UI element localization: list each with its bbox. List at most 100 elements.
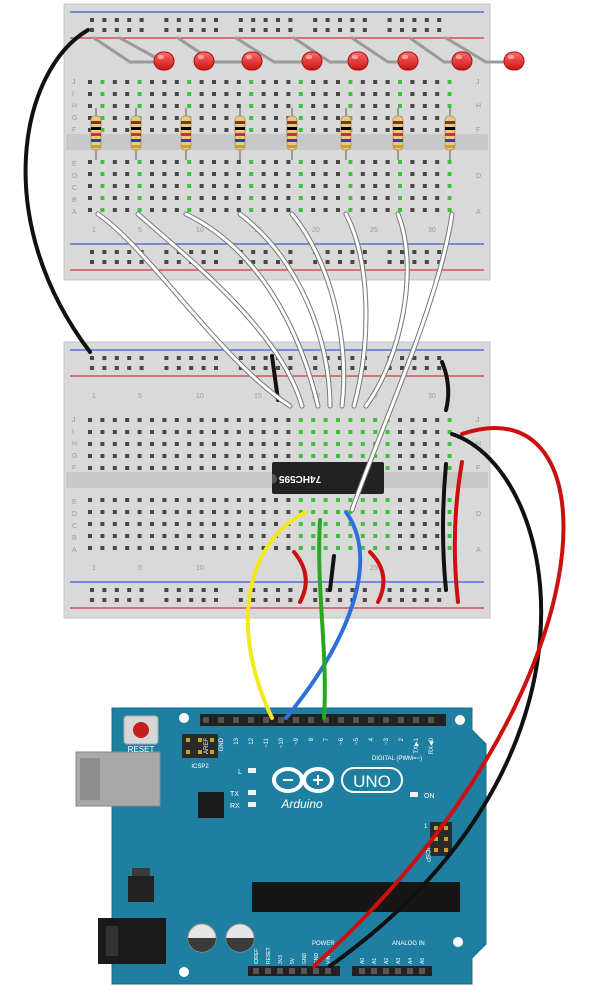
header-pin[interactable] [203, 717, 209, 723]
breadboard-hole [125, 418, 130, 422]
breadboard-hole [88, 454, 92, 458]
breadboard-hole [422, 172, 427, 176]
digital-pin-label: ~11 [264, 737, 270, 747]
row-letter: D [72, 511, 77, 518]
header-pin[interactable] [368, 717, 374, 723]
header-pin[interactable] [289, 968, 295, 974]
breadboard-hole [336, 196, 340, 200]
breadboard-hole [435, 430, 440, 434]
header-pin[interactable] [263, 717, 269, 723]
header-pin[interactable] [301, 968, 307, 974]
rail-hole [176, 18, 181, 22]
breadboard-hole [274, 184, 278, 188]
header-pin[interactable] [313, 968, 319, 974]
rail-hole [139, 260, 144, 264]
header-pin[interactable] [325, 968, 331, 974]
rail-hole [251, 260, 256, 264]
header-pin[interactable] [428, 717, 434, 723]
breadboard-hole [249, 418, 254, 422]
breadboard-hole [88, 128, 92, 132]
header-pin[interactable] [308, 717, 314, 723]
breadboard-hole [187, 418, 192, 422]
blue-wire [284, 510, 363, 720]
rail-hole [400, 18, 404, 22]
breadboard-hole [125, 80, 130, 84]
breadboard-hole [100, 418, 105, 422]
breadboard-hole [100, 454, 105, 458]
breadboard-hole [199, 184, 204, 188]
breadboard-hole [199, 522, 204, 526]
rail-hole [214, 28, 218, 32]
breadboard-hole [199, 104, 204, 108]
breadboard-hole [410, 522, 415, 526]
header-pin[interactable] [323, 717, 329, 723]
rail-hole [164, 250, 169, 254]
breadboard-hole [249, 80, 254, 84]
rail-hole [288, 260, 293, 264]
header-pin[interactable] [293, 717, 299, 723]
header-pin[interactable] [407, 968, 413, 974]
row-letter: B [72, 197, 77, 204]
header-pin[interactable] [218, 717, 224, 723]
rail-hole [214, 366, 218, 370]
header-pin[interactable] [353, 717, 359, 723]
breadboard-hole [422, 184, 427, 188]
breadboard-hole [447, 160, 452, 164]
breadboard-hole [236, 442, 241, 446]
header-pin[interactable] [413, 717, 419, 723]
header-pin[interactable] [278, 717, 284, 723]
breadboard-hole [224, 92, 229, 96]
breadboard-hole [373, 534, 378, 538]
breadboard-hole [373, 510, 378, 514]
rail-hole [114, 28, 119, 32]
rail-hole [338, 356, 342, 360]
breadboard-hole [447, 184, 452, 188]
breadboard-hole [323, 208, 328, 212]
header-pin[interactable] [248, 717, 254, 723]
breadboard-hole [360, 104, 365, 108]
breadboard-hole [212, 466, 216, 470]
breadboard-hole [112, 172, 117, 176]
breadboard-hole [249, 184, 254, 188]
header-pin[interactable] [383, 717, 389, 723]
led [503, 51, 525, 71]
header-pin[interactable] [338, 717, 344, 723]
breadboard-hole [100, 466, 105, 470]
header-pin[interactable] [359, 968, 365, 974]
breadboard-hole [212, 418, 216, 422]
breadboard-hole [199, 546, 204, 550]
breadboard-hole [261, 534, 266, 538]
breadboard-hole [298, 172, 303, 176]
header-pin[interactable] [419, 968, 425, 974]
digital-pin-label: AREF [204, 738, 210, 754]
rail-hole [127, 366, 132, 370]
breadboard-hole [410, 430, 415, 434]
breadboard-hole [162, 196, 167, 200]
header-pin[interactable] [398, 717, 404, 723]
header-pin[interactable] [371, 968, 377, 974]
breadboard-hole [261, 80, 266, 84]
header-pin[interactable] [395, 968, 401, 974]
rail-hole [362, 260, 367, 264]
breadboard-hole [187, 466, 192, 470]
breadboard-hole [187, 80, 192, 84]
breadboard-hole [150, 196, 154, 200]
analog-header [352, 966, 432, 976]
breadboard-hole [435, 442, 440, 446]
breadboard-hole [385, 534, 390, 538]
rail-hole [201, 366, 206, 370]
breadboard-hole [385, 442, 390, 446]
brand-label: Arduino [280, 797, 323, 811]
power-pin-label: A0 [360, 958, 366, 964]
header-pin[interactable] [277, 968, 283, 974]
header-pin[interactable] [253, 968, 259, 974]
header-pin[interactable] [233, 717, 239, 723]
breadboard-hole [298, 116, 303, 120]
breadboard-hole [398, 418, 402, 422]
header-pin[interactable] [265, 968, 271, 974]
rail-hole [214, 18, 218, 22]
breadboard-hole [224, 534, 229, 538]
rail-hole [338, 250, 342, 254]
header-pin[interactable] [383, 968, 389, 974]
breadboard-hole [199, 196, 204, 200]
